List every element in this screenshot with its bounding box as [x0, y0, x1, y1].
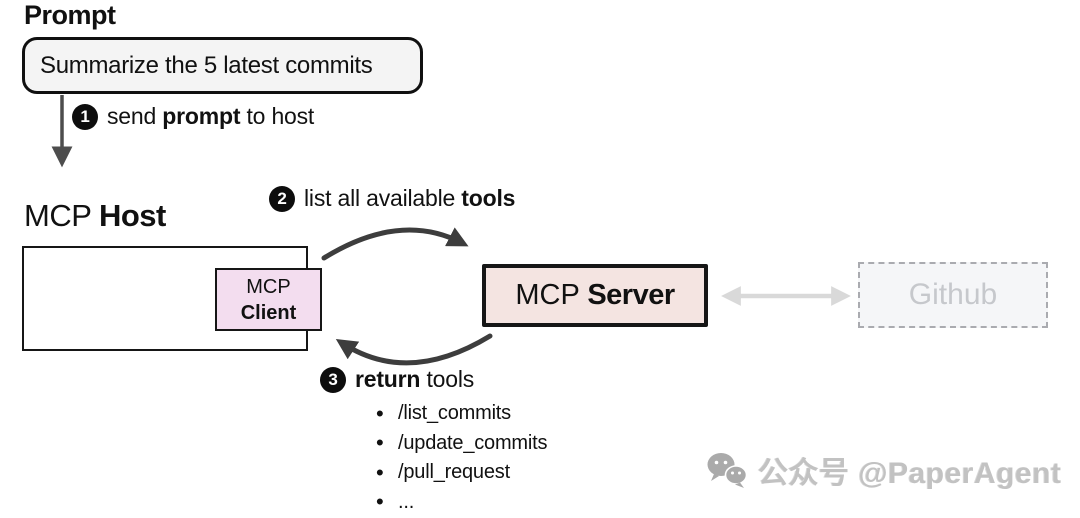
github-box: Github — [858, 262, 1048, 328]
step-1-text: send prompt to host — [107, 103, 315, 129]
step-2-label: 2 list all available tools — [269, 185, 515, 212]
step-2-text: list all available tools — [304, 185, 516, 211]
tool-item: ... — [374, 488, 547, 518]
step-3-badge: 3 — [320, 366, 346, 393]
watermark: 公众号 @PaperAgent — [704, 448, 1061, 492]
prompt-title: Prompt — [24, 0, 116, 30]
step-1-badge: 1 — [72, 103, 98, 130]
tool-item: /update_commits — [374, 429, 547, 459]
watermark-text: 公众号 @PaperAgent — [758, 457, 1062, 490]
mcp-server-label: MCP Server — [515, 279, 675, 311]
tool-item: /list_commits — [374, 399, 547, 429]
step-1-label: 1 send prompt to host — [72, 103, 314, 130]
step-2-badge: 2 — [269, 185, 295, 212]
prompt-bubble: Summarize the 5 latest commits — [22, 37, 423, 94]
mcp-host-label: MCP Host — [24, 198, 166, 233]
github-label: Github — [908, 278, 998, 311]
tools-list: /list_commits /update_commits /pull_requ… — [374, 399, 547, 517]
mcp-client-line2: Client — [240, 301, 297, 324]
step-3-text: return tools — [355, 366, 475, 392]
tool-item: /pull_request — [374, 458, 547, 488]
mcp-server-box: MCP Server — [482, 264, 708, 327]
mcp-client-box: MCP Client — [215, 268, 322, 331]
list-tools-arrow — [321, 227, 469, 261]
prompt-bubble-text: Summarize the 5 latest commits — [40, 51, 373, 79]
step-3-label: 3 return tools — [320, 366, 474, 393]
wechat-icon — [707, 453, 748, 488]
mcp-client-line1: MCP — [246, 275, 291, 298]
return-tools-arrow — [335, 333, 493, 366]
